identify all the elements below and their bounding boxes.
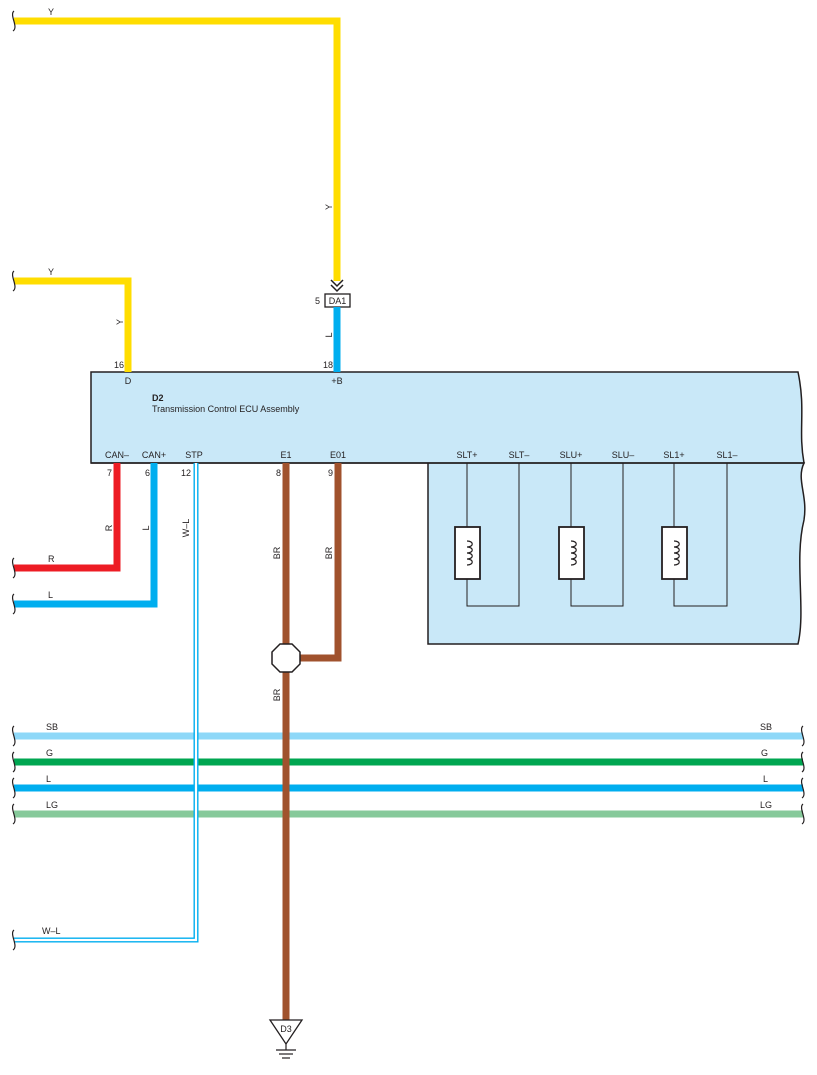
bus-label-sb-left: SB bbox=[46, 722, 58, 732]
wire-label-l-can-plus: L bbox=[141, 525, 151, 530]
wire-label-l-plus-b: L bbox=[324, 332, 334, 337]
connector-pin: 5 bbox=[315, 296, 320, 306]
ecu-name: Transmission Control ECU Assembly bbox=[152, 404, 300, 414]
wire-label-y-left: Y bbox=[48, 267, 54, 277]
wire-label-y-top: Y bbox=[48, 7, 54, 17]
bus-label-l-right: L bbox=[763, 774, 768, 784]
ground-icon bbox=[276, 1044, 296, 1059]
wire-label-br-e01: BR bbox=[324, 546, 334, 559]
pin-b-name: +B bbox=[331, 376, 342, 386]
wire-break-marks-right bbox=[800, 725, 805, 825]
wire-label-l-left: L bbox=[48, 590, 53, 600]
wire-y-left bbox=[14, 277, 132, 372]
bus-label-lg-left: LG bbox=[46, 800, 58, 810]
pin-stp-name: STP bbox=[185, 450, 203, 460]
pin-d-number: 16 bbox=[114, 360, 124, 370]
wire-y-top bbox=[14, 17, 341, 281]
connector-chevron-icon bbox=[330, 279, 344, 293]
wire-wl-stp bbox=[14, 463, 199, 943]
bus-label-sb-right: SB bbox=[760, 722, 772, 732]
wire-wl-stp-stripe bbox=[14, 463, 198, 942]
pin-stp-number: 12 bbox=[181, 468, 191, 478]
pin-can-plus-name: CAN+ bbox=[142, 450, 166, 460]
ground-triangle bbox=[268, 1019, 304, 1046]
pin-d-name: D bbox=[125, 376, 132, 386]
pin-b-number: 18 bbox=[323, 360, 333, 370]
bus-label-g-right: G bbox=[761, 748, 768, 758]
pin-e1-number: 8 bbox=[276, 468, 281, 478]
pin-slu-plus-name: SLU+ bbox=[560, 450, 583, 460]
pin-e1-name: E1 bbox=[280, 450, 291, 460]
bus-label-lg-right: LG bbox=[760, 800, 772, 810]
pin-can-minus-name: CAN– bbox=[105, 450, 129, 460]
bus-label-l-left: L bbox=[46, 774, 51, 784]
pin-sl1-plus-name: SL1+ bbox=[663, 450, 684, 460]
ground-name: D3 bbox=[280, 1024, 292, 1034]
wire-label-y-vertical: Y bbox=[324, 204, 334, 210]
solenoid-slu-icon bbox=[558, 526, 585, 580]
pin-e01-number: 9 bbox=[328, 468, 333, 478]
wire-label-y-left-vertical: Y bbox=[115, 319, 125, 325]
ecu-code: D2 bbox=[152, 393, 164, 403]
splice-point bbox=[271, 643, 301, 673]
pin-can-minus-number: 7 bbox=[107, 468, 112, 478]
pin-slt-minus-name: SLT– bbox=[509, 450, 530, 460]
connector-name: DA1 bbox=[329, 296, 347, 306]
wire-label-br-ground: BR bbox=[272, 688, 282, 701]
wire-label-wl-left: W–L bbox=[42, 926, 61, 936]
wire-label-r-left: R bbox=[48, 554, 55, 564]
wire-r-can-minus bbox=[14, 463, 121, 572]
wire-br-e01 bbox=[298, 463, 342, 662]
wire-label-br-e1: BR bbox=[272, 546, 282, 559]
bus-label-g-left: G bbox=[46, 748, 53, 758]
wire-label-wl-stp: W–L bbox=[181, 519, 191, 538]
wire-break-marks-left bbox=[11, 10, 16, 951]
wire-label-r-vertical: R bbox=[104, 524, 114, 531]
pin-slt-plus-name: SLT+ bbox=[456, 450, 477, 460]
ecu-body bbox=[90, 371, 806, 645]
pin-slu-minus-name: SLU– bbox=[612, 450, 635, 460]
solenoid-sl1-icon bbox=[661, 526, 688, 580]
solenoid-slt-icon bbox=[454, 526, 481, 580]
pin-can-plus-number: 6 bbox=[145, 468, 150, 478]
wire-l-can-plus bbox=[14, 463, 158, 608]
pin-e01-name: E01 bbox=[330, 450, 346, 460]
pin-sl1-minus-name: SL1– bbox=[716, 450, 737, 460]
